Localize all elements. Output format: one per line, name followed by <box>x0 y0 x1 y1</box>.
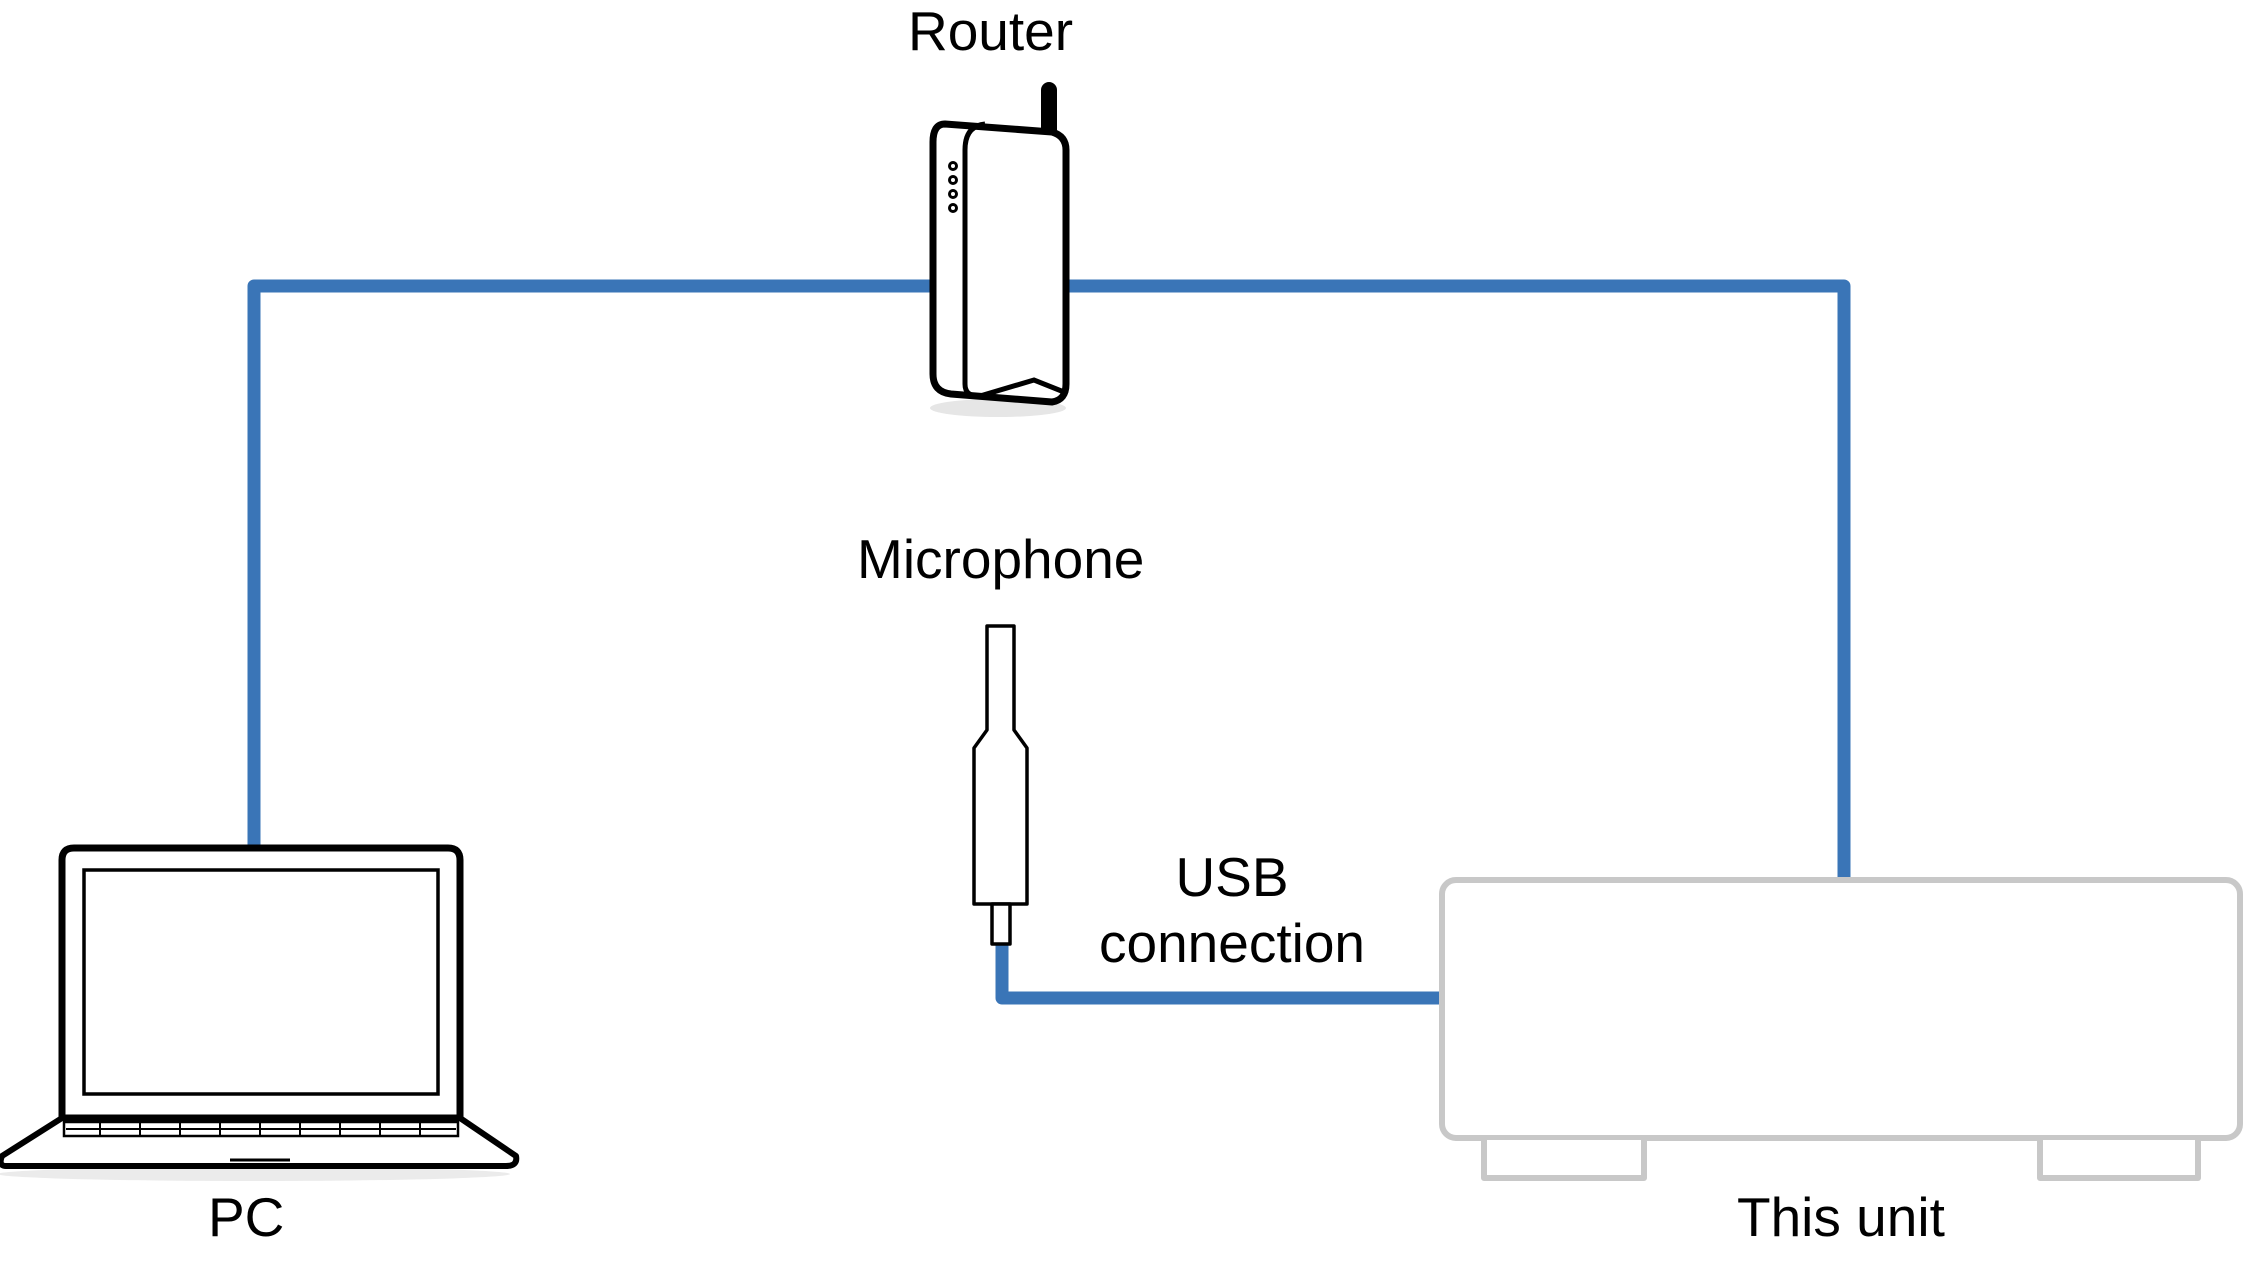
usb-label-line1: USB <box>1175 846 1289 908</box>
router-icon <box>929 82 1070 417</box>
router-label: Router <box>908 0 1074 62</box>
cable-router-to-unit <box>1066 279 1851 878</box>
microphone-label: Microphone <box>857 528 1145 590</box>
usb-connection-label: USB connection <box>1062 844 1402 976</box>
cable-usb-mic-to-unit <box>995 944 1442 1005</box>
usb-label-line2: connection <box>1098 912 1366 974</box>
network-cables <box>247 279 1851 1005</box>
microphone-icon <box>972 624 1029 946</box>
pc-label: PC <box>208 1186 285 1248</box>
laptop-icon <box>0 844 520 1181</box>
cable-pc-to-router <box>247 279 932 848</box>
audio-unit-icon <box>1439 877 2243 1181</box>
this-unit-label: This unit <box>1737 1186 1945 1248</box>
